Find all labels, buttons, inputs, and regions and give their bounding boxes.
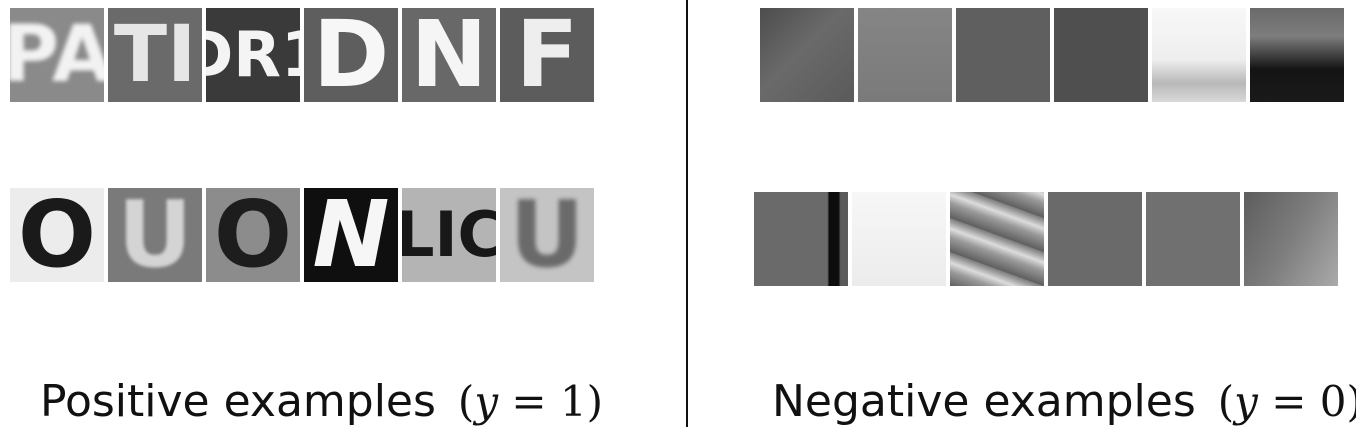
negative-row-1 [760,8,1348,102]
patch-character: D [312,8,390,102]
patch-character: PA [10,10,104,100]
negative-row-2 [754,192,1342,286]
patch-character: U [117,188,193,282]
patch-character: TI [113,10,197,100]
patch-character: F [515,8,579,102]
negative-patch [1152,8,1246,102]
positive-patch: O [206,188,300,282]
patch-character: DR1 [206,18,300,91]
negative-patch [1054,8,1148,102]
negative-patch [1244,192,1338,286]
negative-label: (y = 0) [1217,377,1356,426]
positive-caption: Positive examples (y = 1) [40,376,603,427]
patch-character: U [509,188,585,282]
patch-character: O [213,188,293,282]
positive-patch: LIC [402,188,496,282]
negative-caption: Negative examples (y = 0) [772,376,1356,427]
negative-patch [754,192,848,286]
positive-patch: DR1 [206,8,300,102]
negative-patch [852,192,946,286]
positive-patch: O [10,188,104,282]
positive-patch: D [304,8,398,102]
negative-patch [956,8,1050,102]
positive-patch: U [108,188,202,282]
negative-patch [858,8,952,102]
positive-patch: F [500,8,594,102]
negative-patch [760,8,854,102]
negative-patch [1146,192,1240,286]
positive-row-1: PATIDR1DNF [10,8,598,102]
negative-patch [1048,192,1142,286]
positive-patch: U [500,188,594,282]
negative-examples-panel: Negative examples (y = 0) [690,0,1356,427]
positive-patch: PA [10,8,104,102]
patch-character: O [17,188,97,282]
patch-character: N [312,188,390,282]
panel-divider [686,0,688,427]
positive-label: (y = 1) [457,377,604,426]
negative-patch [1250,8,1344,102]
patch-character: N [410,8,488,102]
positive-patch: N [304,188,398,282]
positive-caption-text: Positive examples [40,376,436,427]
positive-patch: N [402,8,496,102]
negative-caption-text: Negative examples [772,376,1196,427]
negative-patch [950,192,1044,286]
patch-character: LIC [402,198,496,271]
positive-patch: TI [108,8,202,102]
